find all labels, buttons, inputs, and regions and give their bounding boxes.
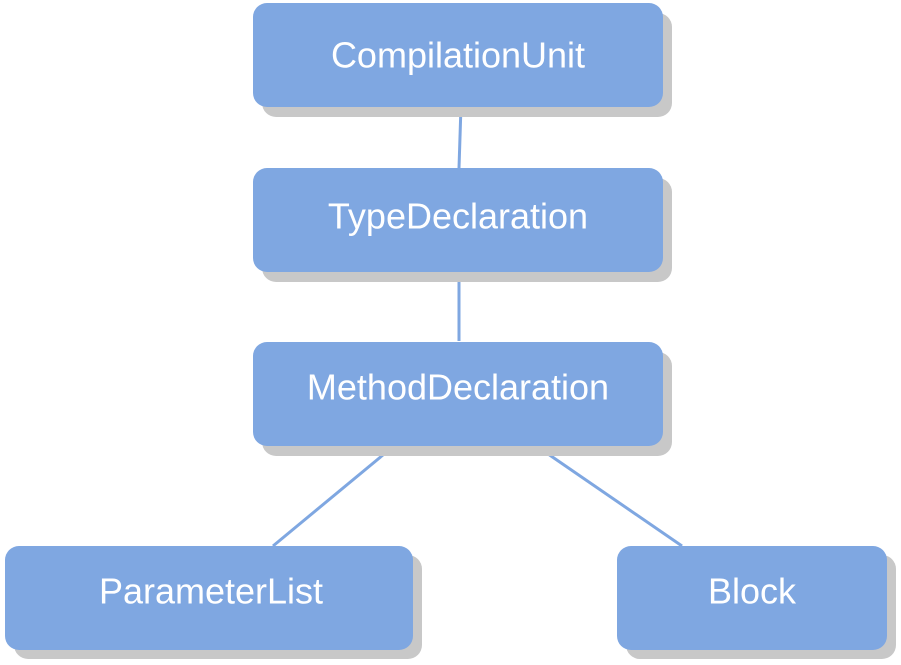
- node-block: Block: [617, 546, 896, 659]
- node-compilation-unit: CompilationUnit: [253, 3, 672, 117]
- node-method-declaration: MethodDeclaration: [253, 342, 672, 456]
- node-label: TypeDeclaration: [328, 196, 588, 237]
- node-label: MethodDeclaration: [307, 367, 609, 408]
- node-label: CompilationUnit: [331, 35, 585, 76]
- node-box: [253, 168, 663, 272]
- node-box: [253, 342, 663, 446]
- node-label: ParameterList: [99, 571, 323, 612]
- node-box: [617, 546, 887, 650]
- node-type-declaration: TypeDeclaration: [253, 168, 672, 282]
- node-box: [253, 3, 663, 107]
- edge-method-declaration-parameter-list: [272, 443, 396, 548]
- node-parameter-list: ParameterList: [5, 546, 422, 659]
- node-box: [5, 546, 413, 650]
- edges: [272, 105, 683, 548]
- edge-method-declaration-block: [534, 443, 683, 548]
- node-label: Block: [708, 571, 797, 612]
